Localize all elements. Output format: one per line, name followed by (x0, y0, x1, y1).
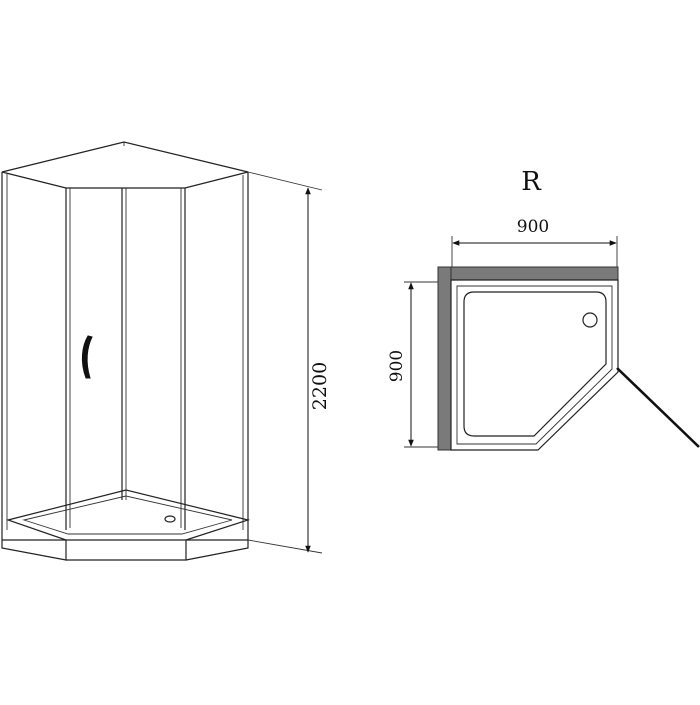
tray-skirt-right (185, 540, 249, 561)
door-swing-line (616, 367, 700, 448)
height-dimension-label: 2200 (309, 362, 331, 410)
perspective-view: 2200 (1, 141, 331, 561)
drain-icon-plan (582, 312, 598, 328)
width-dimension-label: 900 (517, 217, 549, 237)
drain-icon (164, 515, 176, 523)
tray-basin (463, 291, 607, 437)
depth-dimension-label: 900 (387, 350, 407, 382)
door-handle-icon (81, 335, 93, 379)
tray-inner-outline (22, 495, 233, 535)
plan-view: R 900 900 (387, 167, 700, 451)
side-wall (437, 266, 452, 451)
tray-plan-inner (456, 285, 613, 445)
tray-plan-outer (450, 279, 619, 451)
height-extension-top (247, 171, 323, 191)
height-extension-bottom (247, 539, 323, 554)
tray-skirt-left (1, 540, 67, 561)
tray-skirt-front (66, 540, 187, 561)
tray-top-outline (5, 489, 251, 541)
back-wall (437, 266, 619, 281)
variant-label: R (521, 167, 542, 197)
roof-outline (1, 141, 249, 189)
